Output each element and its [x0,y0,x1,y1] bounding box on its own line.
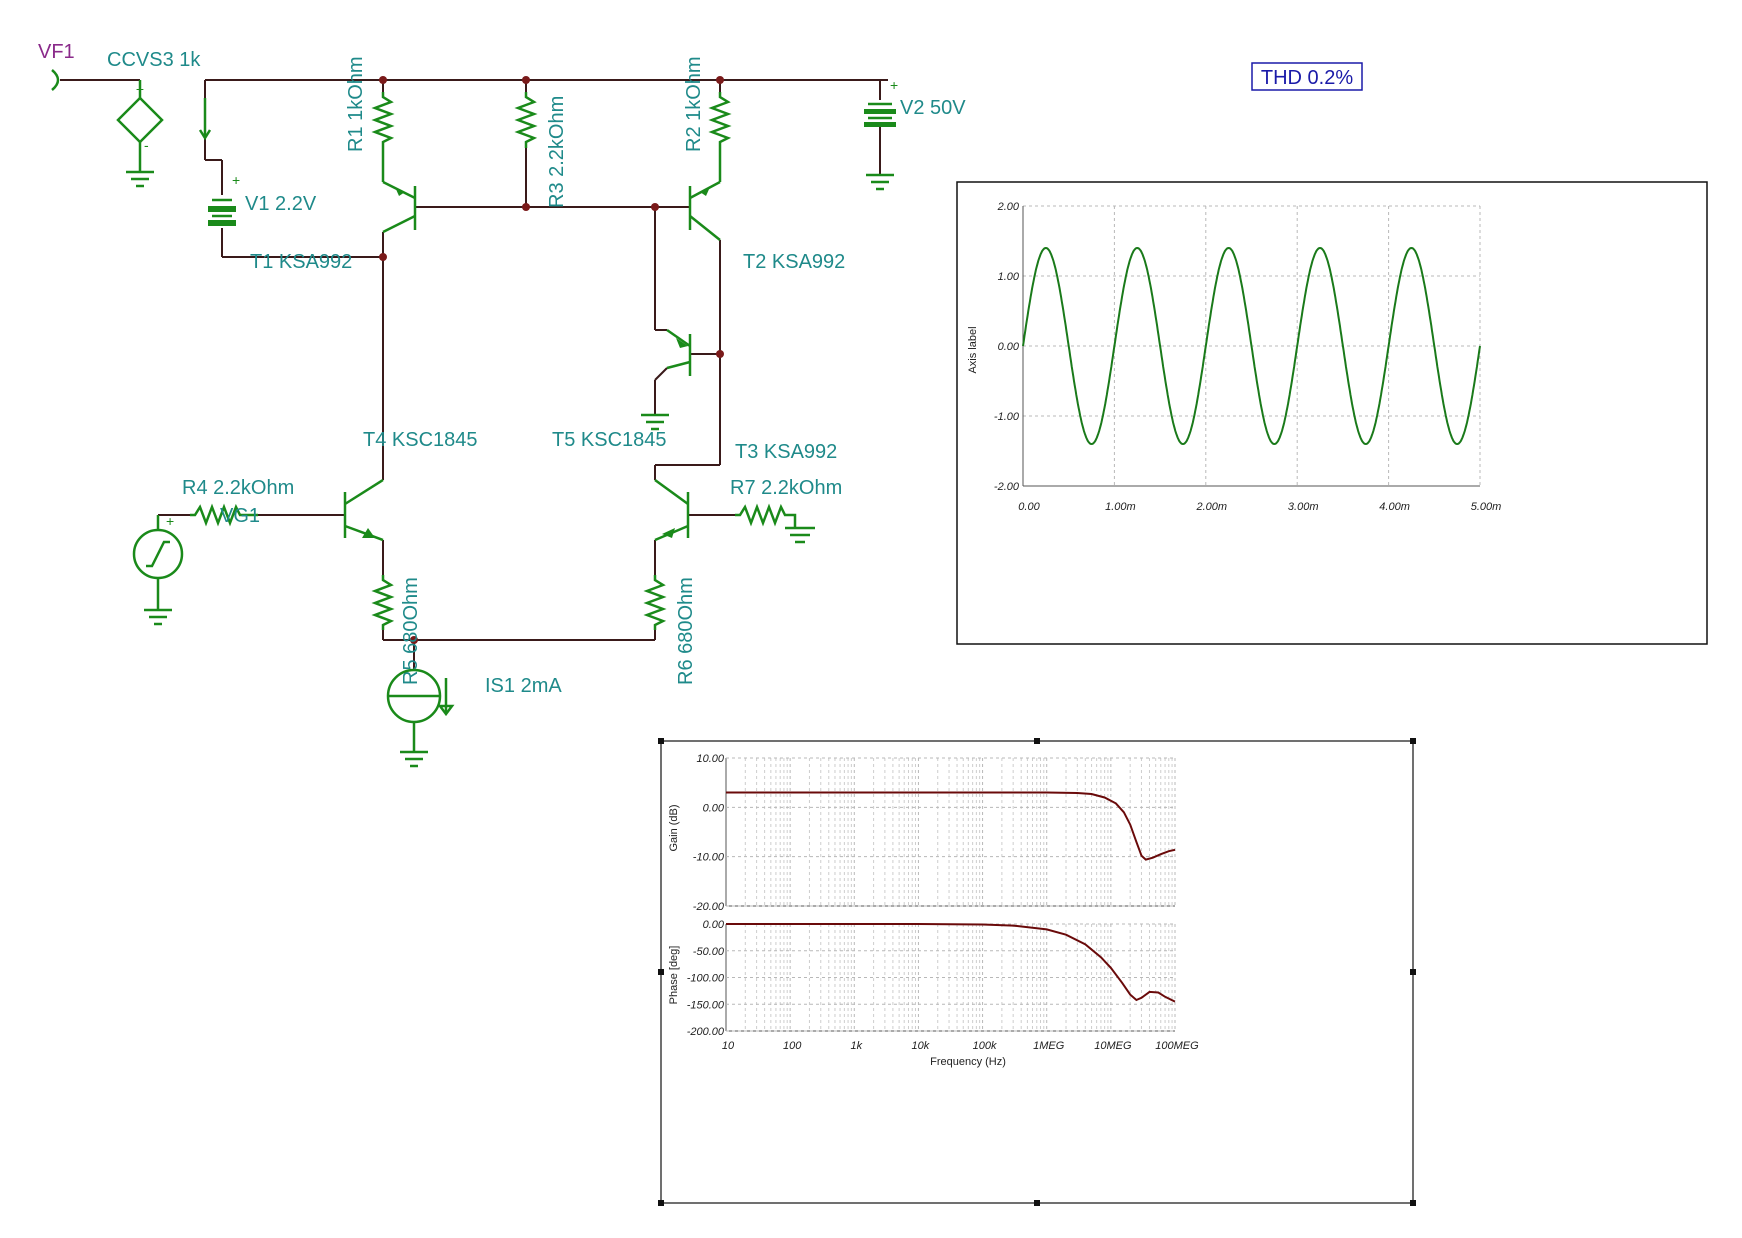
junction-nodes [379,76,724,644]
ccvs3-plus: + [136,81,144,97]
bode-y-tick: -20.00 [693,901,725,913]
transient-y-tick: -2.00 [994,481,1020,493]
bode-x-tick: 100MEG [1155,1040,1199,1052]
is1-label: IS1 2mA [485,675,562,697]
v1-plus: + [232,172,240,188]
bode-handles [658,738,1416,1206]
thd-box[interactable]: THD 0.2% [1251,62,1363,91]
thd-text: THD 0.2% [1261,67,1353,89]
transient-x-tick: 2.00m [1196,501,1228,513]
v2-battery[interactable]: + V2 50V [864,77,966,191]
r5-label: R5 680Ohm [400,577,422,685]
transient-y-tick: 0.00 [998,341,1020,353]
vg1-plus: + [166,513,174,529]
bode-y-tick: -150.00 [687,999,725,1011]
bode-x-tick: 10MEG [1094,1040,1132,1052]
bode-x-tick: 1k [850,1040,862,1052]
t1-transistor[interactable]: T1 KSA992 [250,180,417,273]
r3-label: R3 2.2kOhm [546,96,568,208]
transient-ticks: 0.00 1.00m 2.00m 3.00m 4.00m 5.00m 2.00 1.00 0.0… [994,201,1501,513]
transient-y-tick: -1.00 [994,411,1020,423]
r6-label: R6 680Ohm [675,577,697,685]
v2-label: V2 50V [900,97,966,119]
t2-label: T2 KSA992 [743,251,845,273]
transient-chart[interactable]: 0.00 1.00m 2.00m 3.00m 4.00m 5.00m 2.00 1.00 0.0… [956,181,1708,645]
bode-y-tick: -10.00 [693,852,725,864]
r2-resistor[interactable]: R2 1kOhm [683,56,732,182]
bode-y-tick: 0.00 [703,802,725,814]
bode-gain-grid [725,757,1176,907]
t4-transistor[interactable]: T4 KSC1845 [343,429,478,542]
t2-transistor[interactable]: T2 KSA992 [688,180,845,273]
wires [60,79,888,670]
transient-frame [956,181,1708,645]
bode-y-tick: -200.00 [687,1026,725,1038]
r3-resistor[interactable]: R3 2.2kOhm [514,92,568,208]
t1-label: T1 KSA992 [250,251,352,273]
bode-y-tick: 10.00 [696,753,724,765]
vf1-label: VF1 [38,41,75,63]
transient-x-tick: 3.00m [1288,501,1319,513]
bode-y-tick: -50.00 [693,946,725,958]
bode-gain-ylabel: Gain (dB) [668,804,680,851]
transient-y-tick: 2.00 [997,201,1020,213]
r7-resistor[interactable]: R7 2.2kOhm [730,477,842,544]
t5-label: T5 KSC1845 [552,429,667,451]
r4-resistor[interactable]: R4 2.2kOhm [182,477,294,527]
bode-y-tick: 0.00 [703,919,725,931]
bode-x-tick: 100 [783,1040,802,1052]
t5-transistor[interactable]: T5 KSC1845 [552,328,692,451]
r6-resistor[interactable]: R6 680Ohm [643,575,697,685]
v1-battery[interactable]: + V1 2.2V [208,172,317,226]
bode-phase-ylabel: Phase [deg] [668,946,680,1005]
r7-label: R7 2.2kOhm [730,477,842,499]
bode-xlabel: Frequency (Hz) [930,1056,1006,1068]
vf1-probe[interactable]: VF1 [38,41,75,91]
is1-current-source[interactable]: IS1 2mA [386,668,562,768]
bode-x-tick: 100k [973,1040,997,1052]
transient-x-tick: 0.00 [1018,501,1040,513]
bode-ticks: 10.00 0.00 -10.00 -20.00 0.00 -50.00 -100.00 -1… [687,753,1199,1052]
ccvs3-label: CCVS3 1k [107,49,201,71]
vg1-generator[interactable]: + VG1 [132,505,260,626]
ccvs3-source[interactable]: + - CCVS3 1k [107,49,212,188]
ccvs3-minus: - [144,137,149,153]
transient-x-tick: 5.00m [1471,501,1502,513]
bode-phase-line [726,923,1176,1003]
t4-label: T4 KSC1845 [363,429,478,451]
transient-ylabel: Axis label [967,326,979,373]
transient-y-tick: 1.00 [998,271,1020,283]
transient-series-line [1022,246,1481,446]
r1-resistor[interactable]: R1 1kOhm [345,56,395,182]
v2-plus: + [890,77,898,93]
bode-x-tick: 1MEG [1033,1040,1065,1052]
t3-transistor[interactable]: T3 KSA992 [654,441,837,542]
t3-label: T3 KSA992 [735,441,837,463]
bode-y-tick: -100.00 [687,973,725,985]
bode-chart[interactable]: 10.00 0.00 -10.00 -20.00 0.00 -50.00 -100.00 -1… [658,738,1416,1206]
bode-gain-line [726,791,1176,861]
bode-x-tick: 10 [722,1040,735,1052]
r5-resistor[interactable]: R5 680Ohm [371,575,422,685]
v1-label: V1 2.2V [245,193,317,215]
transient-x-tick: 1.00m [1105,501,1136,513]
vg1-label: VG1 [220,505,260,527]
transient-x-tick: 4.00m [1379,501,1410,513]
bode-x-tick: 10k [912,1040,930,1052]
r1-label: R1 1kOhm [345,56,367,152]
r2-label: R2 1kOhm [683,56,705,152]
r4-label: R4 2.2kOhm [182,477,294,499]
